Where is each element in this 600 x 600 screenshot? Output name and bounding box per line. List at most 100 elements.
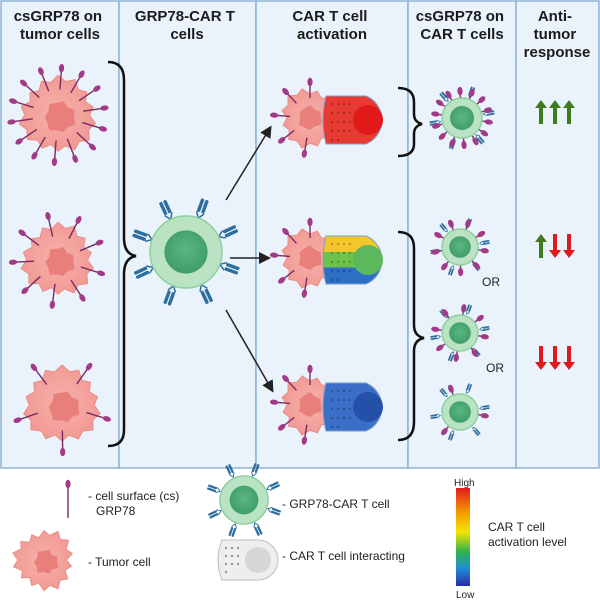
grp78-icon [448,219,455,231]
cart-nucleus [449,401,471,423]
grp78-icon [461,304,467,316]
cart-nucleus [164,230,208,274]
legend-icons [12,463,281,592]
tumor-nucleus [298,245,322,271]
granule [236,546,240,550]
title-col3-line2: activation [297,26,367,43]
granule [342,389,346,393]
granule [330,251,334,255]
grp78-icon [474,314,484,323]
granule [336,260,340,264]
granule [348,260,352,264]
grp78-icon [51,140,58,167]
granule [348,398,352,402]
granule [342,416,346,420]
cart-cells [132,86,495,441]
grp78-icon [13,412,39,423]
grp78-icon [449,136,456,148]
legend-grp78-line2: GRP78 [96,504,136,518]
granule [336,269,340,273]
response-arrow-3-2 [549,346,561,370]
activation-scale-bar [456,488,470,586]
tumor-nucleus [298,392,322,418]
grp78-icon [78,85,101,102]
grp78-icon [282,228,297,244]
granule [348,129,352,133]
grp78-icon [480,107,492,113]
title-col1: csGRP78 on tumor cells [14,8,107,43]
car-receptor-icon [207,484,222,493]
grp78-icon [471,134,479,146]
legend-cart-icon [207,463,281,537]
grp78-icon [20,79,40,99]
granule [336,242,340,246]
grp78-icon [86,411,111,422]
panel-activation [255,0,409,469]
scale-high-label: High [454,478,475,489]
granule [336,111,340,115]
response-arrow-2-3 [563,234,575,258]
grp78-icon [7,118,33,125]
legend-grp78-text: - cell surface (cs) GRP78 [88,489,183,518]
grp78-icon [301,137,308,158]
grp78-icon [307,364,313,385]
car-receptor-icon [479,239,490,246]
title-col2-line1: GRP78-CAR T [135,8,235,25]
granule [342,407,346,411]
cart-interacting-nucleus [353,105,383,135]
granule [230,562,234,566]
legend-interacting-icon [217,539,279,581]
cart-interacting-nucleus [353,392,383,422]
grp78-icon [58,63,65,90]
tumor-cell-high [7,63,109,167]
grp78-icon [471,260,480,270]
granule [348,407,352,411]
cart-csgrp78-low [430,383,490,441]
interacting-nucleus [245,547,271,573]
car-receptor-icon [430,334,441,341]
grp78-icon [432,123,444,129]
granule [336,138,340,142]
grp78-icon [76,362,93,385]
grp78-icon [478,128,489,137]
granule [330,389,334,393]
granule [342,120,346,124]
granule [330,278,334,282]
granule [342,260,346,264]
response-arrow-3-3 [563,346,575,370]
granule [342,129,346,133]
car-receptor-icon [251,463,260,478]
grp78-icon [431,249,443,255]
car-receptor-icon [439,223,448,233]
grp78-icon [474,230,486,239]
granule [342,398,346,402]
grp78-icon [68,216,82,239]
granule [236,554,240,558]
grp78-icon [441,260,450,271]
granule [330,425,334,429]
car-receptor-icon [479,325,490,332]
legend-tumor-icon [12,529,73,592]
cart-csgrp78-medium-b [430,304,490,362]
granule [336,416,340,420]
panel-response [515,0,600,469]
grp78-icon [15,128,38,145]
legend-cart-text: - GRP78-CAR T cell [282,497,390,511]
car-receptor-icon [465,383,472,394]
grp78-icon [70,70,85,94]
cart-interacting-nucleus [353,245,383,275]
car-receptor-icon [472,426,481,436]
grp78-icon [448,384,455,396]
grp78-icon [8,259,35,265]
grp78-icon [476,96,486,105]
grp78-icon [269,252,291,258]
grp78-icon [445,90,453,102]
cart-nucleus [450,106,474,130]
grp78-icon [441,425,450,436]
granule [342,102,346,106]
car-receptor-icon [475,134,485,145]
title-col3: CAR T cell activation [292,8,371,43]
car-receptor-icon [208,509,222,519]
granule [330,407,334,411]
